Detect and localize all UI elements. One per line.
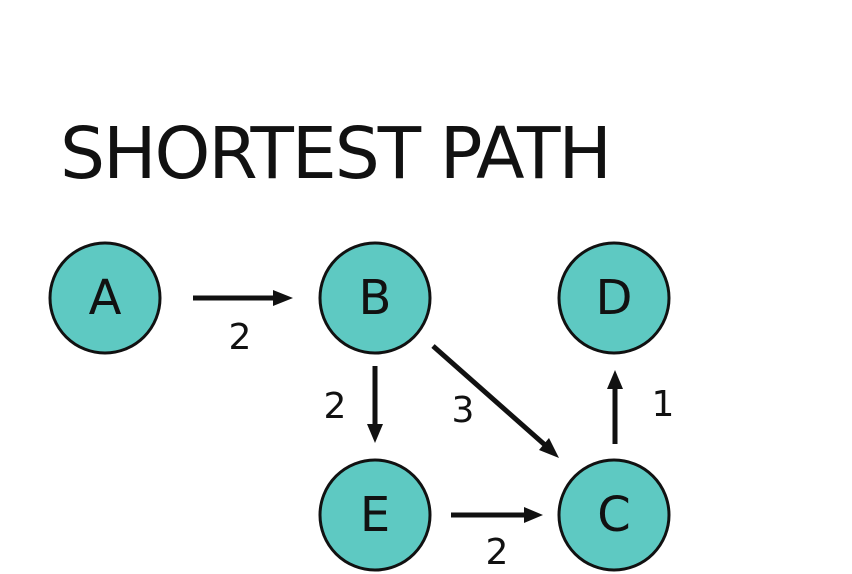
edge-weight-b-e: 2 [324,386,347,427]
node-label-a: A [89,270,122,326]
node-e: E [318,458,432,572]
node-label-e: E [360,487,390,543]
node-c: C [557,458,671,572]
edge-a-b: 2 [193,290,293,358]
node-label-c: C [597,487,631,543]
edge-weight-e-c: 2 [486,532,509,573]
node-label-d: D [596,270,633,326]
edge-weight-c-d: 1 [652,384,675,425]
node-d: D [557,241,671,355]
edge-b-c: 3 [431,344,559,458]
node-a: A [48,241,162,355]
edge-weight-b-c: 3 [452,390,475,431]
node-label-b: B [359,270,392,326]
page-title: SHORTEST PATH [60,112,612,195]
edge-c-d: 1 [607,370,674,444]
edge-b-e: 2 [324,366,383,443]
edge-weight-a-b: 2 [229,317,252,358]
node-b: B [318,241,432,355]
edge-e-c: 2 [451,507,543,573]
